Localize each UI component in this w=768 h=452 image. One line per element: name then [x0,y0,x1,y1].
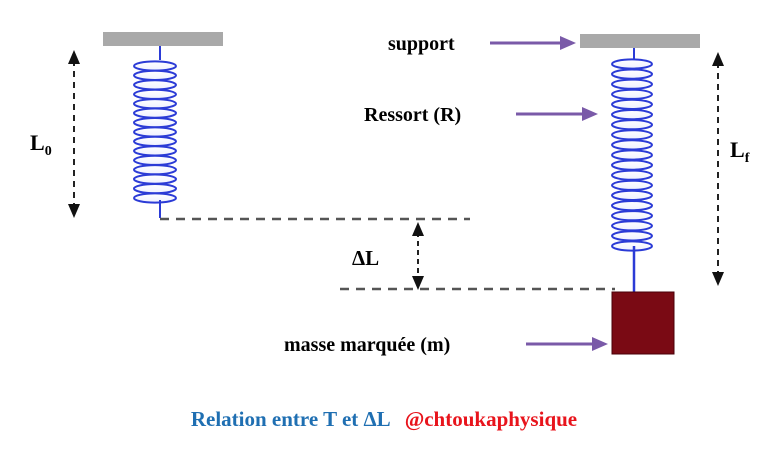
spring-coil [133,88,177,100]
masse-pointer-arrow [526,337,608,351]
spring-coil [611,230,653,242]
l0-dimension-arrow [68,50,80,218]
lf-label: Lf [730,137,750,166]
spring-coil [611,159,653,171]
spring-coil [611,98,653,111]
spring-coil [611,210,653,222]
delta-l-dimension-arrow [412,222,424,290]
delta-l-label: ΔL [352,246,379,270]
spring-coil [611,119,653,131]
spring-left-coils [133,60,177,204]
spring-coil [611,240,653,252]
mass-block [611,291,675,355]
spring-coil [133,69,177,82]
support-label: support [388,33,455,55]
masse-label: masse marquée (m) [284,334,450,356]
lf-dimension-arrow [712,52,724,286]
caption: Relation entre T et ΔL @chtoukaphysique [191,407,577,431]
spring-coil [611,129,653,141]
spring-coil [611,109,653,121]
ressort-label: Ressort (R) [364,104,461,126]
spring-coil [133,60,177,72]
spring-coil [611,179,653,191]
caption-relation: Relation entre T et ΔL [191,407,391,431]
caption-handle: @chtoukaphysique [405,407,577,431]
support-left [103,32,223,46]
spring-coil [611,58,653,70]
l0-label: L0 [30,130,52,159]
spring-coil [611,68,653,80]
spring-coil [133,135,177,147]
spring-coil [133,154,177,166]
support-right [580,34,700,48]
spring-coil [133,98,177,110]
spring-coil [611,200,653,212]
spring-coil [133,164,177,176]
ressort-pointer-arrow [516,107,598,121]
spring-coil [133,117,177,129]
spring-coil [133,79,177,91]
spring-coil [611,169,653,181]
spring-right-coils [611,58,653,252]
spring-coil [611,139,653,151]
spring-coil [611,78,653,90]
spring-coil [611,220,653,232]
spring-coil [611,88,653,100]
spring-coil [133,173,177,185]
spring-coil [133,145,177,157]
spring-coil [611,149,653,161]
support-pointer-arrow [490,36,576,50]
spring-coil [133,192,177,204]
spring-coil [133,126,177,138]
spring-coil [611,189,653,201]
spring-coil [133,107,177,119]
spring-coil [133,183,177,195]
